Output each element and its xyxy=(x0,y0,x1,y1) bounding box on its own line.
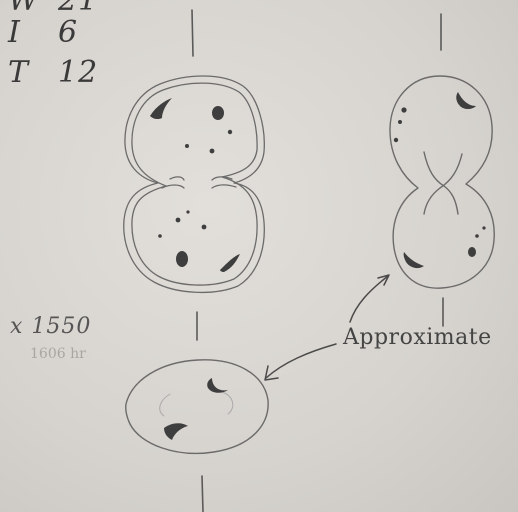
cell-bottom-outline xyxy=(126,360,268,454)
dot-mark xyxy=(176,218,181,223)
crescent-mark xyxy=(456,92,476,109)
dot-mark xyxy=(185,144,189,148)
dot-mark xyxy=(398,120,402,124)
dot-mark xyxy=(394,138,398,142)
dark-granule xyxy=(176,251,188,267)
dot-mark xyxy=(186,210,189,213)
cell-left-outer-wall xyxy=(124,76,265,292)
cell-left-septum-top xyxy=(170,177,184,180)
crescent-mark xyxy=(404,252,424,268)
dot-mark xyxy=(228,130,232,134)
tick-top-left-cell xyxy=(192,10,193,56)
tick-bottom-left xyxy=(202,476,203,512)
cell-bottom xyxy=(126,360,268,454)
dot-mark xyxy=(210,149,215,154)
crescent-mark xyxy=(150,98,172,119)
crescent-mark xyxy=(220,254,240,272)
faint-inner-shape xyxy=(222,392,233,414)
cell-right-furrow-left xyxy=(424,152,458,214)
cell-left-septum-bottom-2 xyxy=(212,185,236,188)
cell-bottom-inclusions xyxy=(164,378,228,440)
dot-mark xyxy=(482,226,485,229)
dot-mark xyxy=(401,107,406,112)
dot-mark xyxy=(202,225,207,230)
faint-inner-shape xyxy=(160,394,170,416)
dark-granule xyxy=(468,247,476,257)
arrow-to-right-cell xyxy=(350,275,389,322)
dot-mark xyxy=(475,234,479,238)
arrow-to-bottom-cell xyxy=(265,344,336,380)
cell-right-inclusions xyxy=(394,92,486,268)
crescent-mark xyxy=(207,378,228,393)
crescent-mark xyxy=(164,423,188,440)
dot-mark xyxy=(158,234,162,238)
dark-granule xyxy=(212,106,224,120)
dividing-cell-left xyxy=(124,76,265,292)
